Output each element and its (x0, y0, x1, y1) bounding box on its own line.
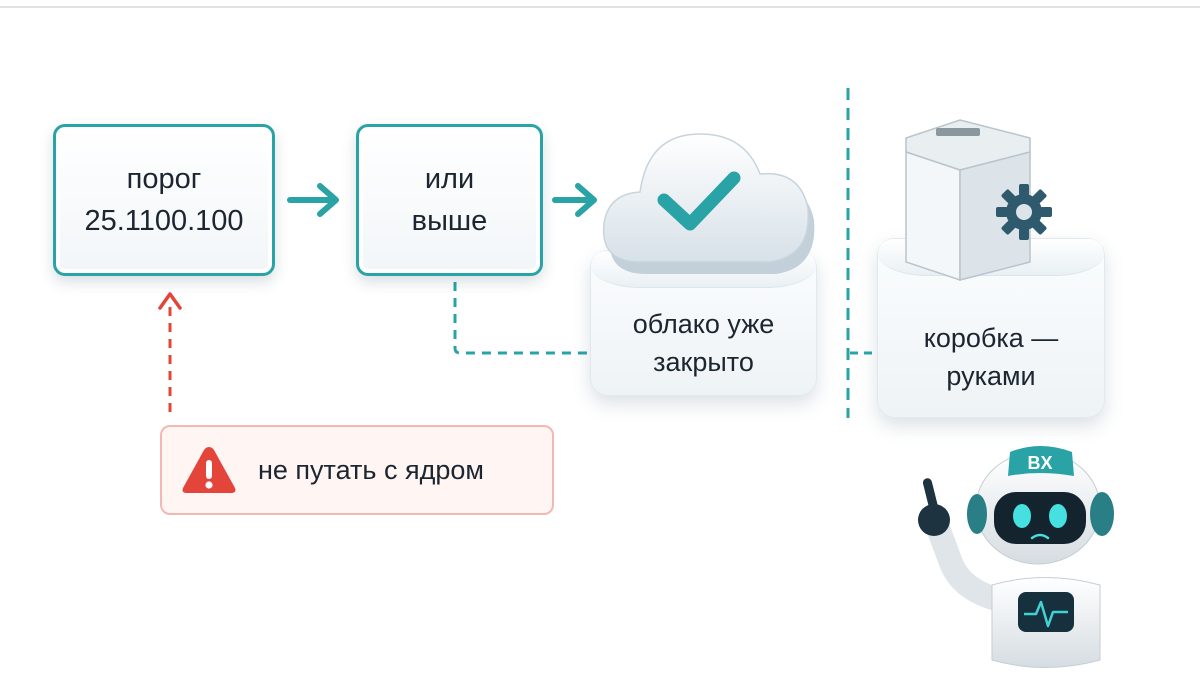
box-label-line2: руками (946, 361, 1036, 391)
arrow-right-icon (552, 183, 597, 217)
warning-callout: не путать с ядром (160, 425, 554, 515)
box-label-line1: коробка — (923, 323, 1059, 353)
warning-triangle-icon (182, 447, 236, 493)
cloud-label-line1: облако уже (632, 309, 775, 339)
top-divider (0, 6, 1200, 8)
gear-icon (996, 184, 1052, 240)
dashed-connector (453, 282, 588, 355)
cloud-pedestal: облако уже закрыто (590, 250, 817, 396)
or-higher-line2: выше (411, 205, 488, 237)
or-higher-node: или выше (356, 124, 543, 276)
warning-link-arrow (158, 292, 182, 412)
arrow-right-icon (287, 183, 339, 217)
cloud-label-line2: закрыто (653, 347, 754, 377)
robot-badge: BX (1027, 453, 1052, 473)
threshold-label: порог (126, 163, 202, 195)
threshold-node: порог 25.1100.100 (53, 124, 275, 276)
or-higher-line1: или (424, 163, 475, 195)
warning-text: не путать с ядром (258, 454, 484, 485)
threshold-version: 25.1100.100 (84, 205, 244, 237)
